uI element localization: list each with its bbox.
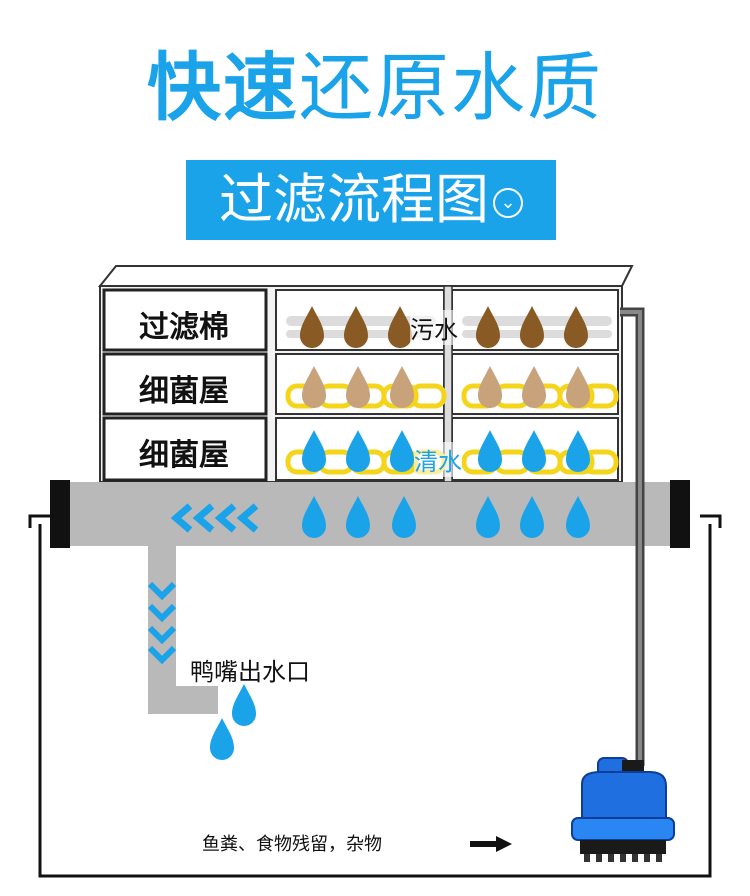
layer-label-3: 细菌屋	[139, 438, 229, 473]
flow-arrows-left	[170, 503, 259, 533]
water-pump	[571, 757, 675, 862]
layer-box-1	[102, 288, 268, 352]
return-pipe	[620, 307, 645, 766]
subtitle-banner: 过滤流程图⌄	[186, 160, 556, 240]
layer-label-1: 过滤棉	[139, 310, 229, 345]
layer-label-2: 细菌屋	[139, 374, 229, 409]
subtitle-text: 过滤流程图	[219, 168, 489, 231]
title-bold: 快速	[147, 45, 299, 131]
layer-box-2	[102, 352, 268, 416]
tank	[28, 514, 722, 878]
clean-water-label: 清水	[414, 442, 462, 477]
page-title: 快速还原水质	[0, 40, 750, 136]
chevron-down-circle-icon: ⌄	[493, 188, 523, 219]
bottom-pipe	[50, 480, 690, 714]
outlet-label: 鸭嘴出水口	[190, 658, 310, 686]
arrow-right-icon	[470, 836, 512, 852]
layer-box-3	[102, 416, 268, 482]
dirty-water-label: 污水	[410, 310, 458, 345]
title-light: 还原水质	[299, 45, 603, 131]
flow-arrows-down	[147, 581, 177, 665]
bottom-note: 鱼粪、食物残留，杂物	[202, 834, 382, 855]
